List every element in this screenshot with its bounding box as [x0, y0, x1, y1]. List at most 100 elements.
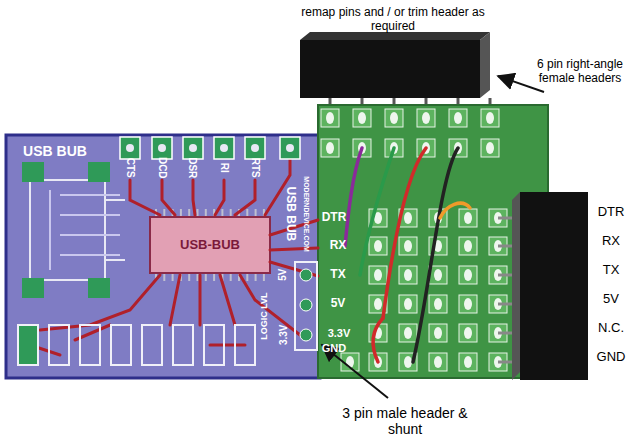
pad-hole — [374, 269, 382, 281]
pad-hole — [358, 112, 366, 124]
pad-hole — [434, 298, 442, 310]
proto-pad — [459, 209, 477, 227]
pin-name: DSR — [187, 157, 199, 178]
smd-pad — [204, 325, 224, 365]
chip-pin — [263, 273, 265, 281]
callout-text: 6 pin right-angle female headers — [525, 58, 632, 86]
signal-name: GND — [322, 342, 346, 355]
pad-hole — [464, 298, 472, 310]
maker-name: MODERNDEVICE.COM — [302, 176, 310, 251]
smd-pad — [142, 325, 162, 365]
pad-hole — [404, 356, 412, 368]
callout-text: 3 pin male header & shunt — [330, 405, 480, 437]
pad-hole — [464, 240, 472, 252]
signal-pad — [120, 137, 140, 159]
chip-pin — [180, 209, 182, 217]
pin-name: GND — [597, 350, 626, 365]
smd-pad — [235, 325, 255, 365]
leader-arrow — [498, 76, 544, 92]
pad-hole — [464, 356, 472, 368]
signal-name: TX — [330, 268, 345, 282]
logic-level-jumper — [295, 262, 317, 350]
pin-name: DTR — [598, 205, 625, 220]
signal-name: RX — [330, 239, 347, 253]
proto-pad — [459, 237, 477, 255]
pad-hole — [434, 269, 442, 281]
chip-pin — [205, 273, 207, 281]
chip-pin — [197, 273, 199, 281]
pad-hole — [486, 142, 494, 154]
signal-pad — [245, 137, 265, 159]
proto-pad — [459, 266, 477, 284]
proto-pad — [399, 324, 417, 342]
board-name: USB BUB — [23, 143, 87, 159]
pad-hole — [326, 142, 334, 154]
chip-marking: USB-BUB — [180, 238, 240, 253]
smd-pad — [111, 325, 131, 365]
pad-hole — [404, 327, 412, 339]
pad-hole — [286, 144, 294, 152]
proto-pads — [321, 109, 507, 371]
pin-name: RI — [218, 163, 230, 173]
board-body — [6, 135, 320, 378]
pad-hole — [464, 327, 472, 339]
proto-pad — [459, 295, 477, 313]
proto-pad — [481, 139, 499, 157]
chip-pin — [230, 273, 232, 281]
pin-name: DCD — [156, 157, 168, 179]
smd-pad — [49, 325, 69, 365]
smd-pad — [18, 325, 38, 365]
proto-pad — [353, 109, 371, 127]
chip-pin — [172, 273, 174, 281]
chip-pin — [197, 209, 199, 217]
pin-name: N.C. — [598, 321, 624, 336]
pad-hole — [158, 144, 166, 152]
signal-pads — [120, 137, 300, 159]
pad-hole — [189, 144, 197, 152]
proto-pad — [399, 266, 417, 284]
pin-name: RTS — [249, 158, 261, 178]
pad-hole — [434, 327, 442, 339]
proto-pad — [399, 237, 417, 255]
note: remap pins and / or trim header as requi… — [298, 6, 488, 34]
pad-hole — [251, 144, 259, 152]
smd-pad — [80, 325, 100, 365]
pad-hole — [126, 144, 134, 152]
chip-pin — [163, 273, 165, 281]
signal-name: 5V — [331, 297, 346, 311]
chip-pin — [246, 273, 248, 281]
proto-pad — [417, 109, 435, 127]
jumper-wires — [345, 148, 470, 362]
pad-hole — [454, 112, 462, 124]
proto-pad — [481, 109, 499, 127]
signal-pad — [280, 137, 300, 159]
smd-pad — [173, 325, 193, 365]
proto-pad — [449, 109, 467, 127]
pin-name: RX — [602, 234, 620, 249]
pad-hole — [486, 112, 494, 124]
pad-hole — [404, 212, 412, 224]
pin-name: TX — [603, 263, 620, 278]
chip-pin — [205, 209, 207, 217]
proto-pad — [429, 353, 447, 371]
signal-pad — [214, 137, 234, 159]
pad-hole — [220, 144, 228, 152]
pad-hole — [404, 298, 412, 310]
chip-pin — [255, 273, 257, 281]
chip-pin — [221, 209, 223, 217]
ft232-chip — [150, 209, 270, 281]
pad-hole — [374, 298, 382, 310]
proto-pad — [429, 324, 447, 342]
board-name: USB BUB — [283, 187, 297, 242]
proto-pad — [321, 109, 339, 127]
proto-pad — [459, 353, 477, 371]
proto-pad — [369, 237, 387, 255]
pad-hole — [404, 269, 412, 281]
jumper-label: LOGIC LVL — [259, 292, 269, 339]
usb-connector — [22, 162, 125, 298]
pin-name: CTS — [124, 158, 136, 178]
proto-pad — [429, 295, 447, 313]
jumper-label: 5V — [277, 269, 289, 281]
proto-pad — [385, 109, 403, 127]
